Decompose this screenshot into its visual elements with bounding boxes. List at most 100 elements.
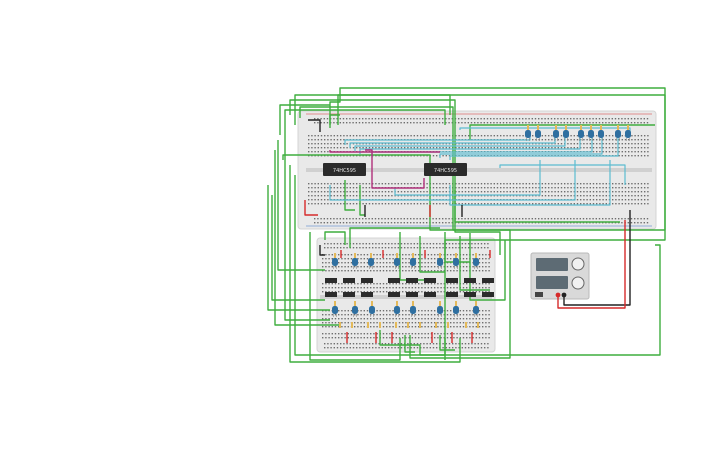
led[interactable]	[453, 253, 459, 269]
small-ic-chip[interactable]	[325, 278, 337, 283]
small-ic-chip[interactable]	[388, 292, 400, 297]
power-supply-switch[interactable]	[535, 292, 543, 297]
green-wire[interactable]	[344, 180, 355, 211]
main-board-leds[interactable]	[525, 125, 631, 141]
cyan-wire[interactable]	[439, 133, 603, 158]
green-wire[interactable]	[454, 190, 620, 223]
cyan-wire[interactable]	[354, 133, 566, 151]
green-wire[interactable]	[404, 335, 415, 353]
led[interactable]	[588, 125, 594, 141]
led[interactable]	[352, 253, 358, 269]
led[interactable]	[553, 125, 559, 141]
signal-wire[interactable]	[557, 220, 626, 309]
breadboard-hole	[509, 191, 511, 193]
power-supply-knob-bottom[interactable]	[571, 276, 585, 290]
led[interactable]	[473, 253, 479, 269]
led[interactable]	[525, 125, 531, 141]
green-wire[interactable]	[329, 114, 340, 125]
green-wire[interactable]	[359, 185, 365, 216]
led[interactable]	[437, 253, 443, 269]
green-wire[interactable]	[294, 175, 446, 356]
green-wire[interactable]	[379, 244, 661, 356]
small-ic-chip[interactable]	[388, 278, 400, 283]
green-wire[interactable]	[282, 154, 511, 359]
cyan-wire[interactable]	[394, 160, 541, 196]
small-ic-chip[interactable]	[482, 292, 494, 297]
small-ic-chip[interactable]	[343, 292, 355, 297]
small-ic-chip[interactable]	[343, 278, 355, 283]
breadboard-hole	[430, 322, 433, 324]
green-wire[interactable]	[349, 227, 440, 248]
shift-register-chip-1[interactable]: 74HC595	[323, 163, 366, 176]
small-ic-chip[interactable]	[406, 292, 418, 297]
green-wire[interactable]	[284, 130, 330, 321]
small-ic-chip[interactable]	[446, 278, 458, 283]
misc-wires[interactable]	[304, 119, 631, 343]
signal-wire[interactable]	[308, 119, 321, 132]
breadboard-hole	[408, 318, 410, 320]
led[interactable]	[369, 301, 375, 317]
lower-board-chips[interactable]	[325, 278, 494, 297]
green-wire[interactable]	[469, 124, 655, 140]
led[interactable]	[332, 253, 338, 269]
green-wire[interactable]	[309, 232, 401, 361]
small-ic-chip[interactable]	[464, 292, 476, 297]
led[interactable]	[394, 301, 400, 317]
breadboard-hole	[423, 195, 425, 197]
led[interactable]	[625, 125, 631, 141]
led[interactable]	[578, 125, 584, 141]
green-wire[interactable]	[289, 165, 461, 363]
small-ic-chip[interactable]	[361, 278, 373, 283]
cyan-wire[interactable]	[499, 164, 626, 185]
led[interactable]	[473, 301, 479, 317]
power-supply[interactable]	[530, 252, 590, 300]
green-wire[interactable]	[469, 233, 506, 301]
power-supply-knob-top[interactable]	[571, 257, 585, 271]
led[interactable]	[332, 301, 338, 317]
led[interactable]	[598, 125, 604, 141]
power-supply-terminal-negative[interactable]	[561, 292, 567, 298]
led[interactable]	[453, 301, 459, 317]
cyan-wire[interactable]	[449, 133, 619, 160]
led[interactable]	[615, 125, 621, 141]
led[interactable]	[563, 125, 569, 141]
signal-wire[interactable]	[365, 149, 425, 189]
green-wire[interactable]	[324, 231, 346, 245]
signal-wire[interactable]	[319, 245, 325, 256]
lower-board-leds[interactable]	[332, 253, 479, 328]
green-wire[interactable]	[444, 232, 470, 263]
small-ic-chip[interactable]	[424, 292, 436, 297]
led[interactable]	[410, 253, 416, 269]
breadboard-hole	[397, 143, 399, 145]
green-wire[interactable]	[439, 335, 455, 351]
breadboard-hole	[394, 247, 396, 249]
green-wire[interactable]	[274, 150, 340, 326]
signal-wire[interactable]	[563, 210, 631, 306]
shift-register-chip-2[interactable]: 74HC595	[424, 163, 467, 176]
small-ic-chip[interactable]	[325, 292, 337, 297]
green-wire[interactable]	[271, 195, 325, 301]
power-supply-terminal-positive[interactable]	[555, 292, 561, 298]
led[interactable]	[352, 301, 358, 317]
small-ic-chip[interactable]	[482, 278, 494, 283]
signal-wire[interactable]	[304, 200, 318, 216]
cyan-wire[interactable]	[349, 133, 556, 148]
green-wires[interactable]	[267, 87, 666, 363]
green-wire[interactable]	[279, 104, 330, 135]
small-ic-chip[interactable]	[361, 292, 373, 297]
small-ic-chip[interactable]	[464, 278, 476, 283]
cyan-wire[interactable]	[329, 160, 576, 201]
small-ic-chip[interactable]	[424, 278, 436, 283]
led[interactable]	[410, 301, 416, 317]
green-wire[interactable]	[459, 236, 490, 291]
green-wire[interactable]	[284, 109, 446, 130]
led[interactable]	[368, 253, 374, 269]
small-ic-chip[interactable]	[446, 292, 458, 297]
led[interactable]	[394, 253, 400, 269]
small-ic-chip[interactable]	[406, 278, 418, 283]
green-wire[interactable]	[419, 236, 445, 273]
green-wire[interactable]	[329, 87, 666, 360]
led[interactable]	[437, 301, 443, 317]
led[interactable]	[535, 125, 541, 141]
signal-wire[interactable]	[329, 150, 440, 153]
